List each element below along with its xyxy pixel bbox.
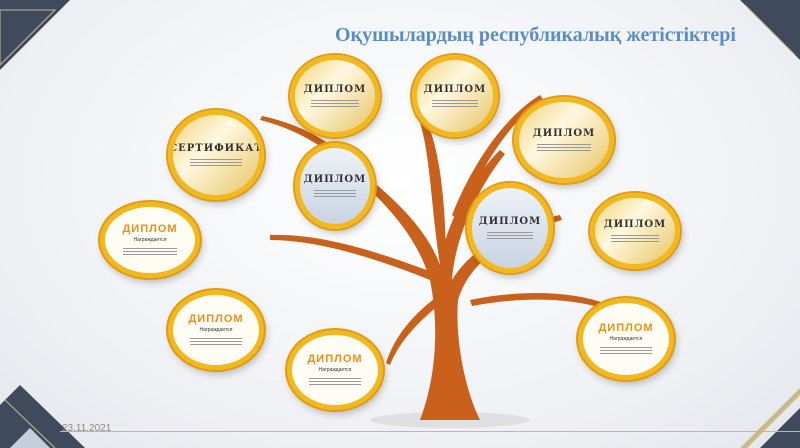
certificate-heading: ДИПЛОМ <box>303 173 367 185</box>
certificate-7[interactable]: ДИПЛОМ <box>590 193 680 269</box>
certificate-5[interactable]: ДИПЛОМ <box>514 97 614 183</box>
certificate-9[interactable]: ДИПЛОМ Награждается <box>168 290 264 370</box>
certificate-4[interactable]: ДИПЛОМ <box>412 55 498 137</box>
certificate-2[interactable]: СЕРТИФИКАТ <box>168 110 264 200</box>
slide-title: Оқушылардың республикалық жетістіктері <box>335 24 736 46</box>
certificate-heading: ДИПЛОМ <box>307 353 363 365</box>
certificate-1[interactable]: ДИПЛОМ <box>290 55 380 137</box>
corner-bottom-right <box>740 388 800 448</box>
certificate-6[interactable]: ДИПЛОМ <box>467 183 553 273</box>
certificate-subtitle: Награждается <box>318 367 352 373</box>
footer-line <box>60 431 800 432</box>
corner-top-right <box>740 0 800 60</box>
certificate-8[interactable]: ДИПЛОМ Награждается <box>100 202 200 278</box>
certificate-heading: ДИПЛОМ <box>303 83 367 95</box>
certificate-subtitle: Награждается <box>199 327 233 333</box>
certificate-heading: ДИПЛОМ <box>598 322 654 334</box>
slide-date: 23.11.2021 <box>62 423 112 434</box>
corner-top-left <box>0 0 70 70</box>
certificate-heading: ДИПЛОМ <box>532 127 596 139</box>
certificate-3[interactable]: ДИПЛОМ <box>295 143 375 229</box>
certificate-subtitle: Награждается <box>133 237 167 243</box>
certificate-subtitle: Награждается <box>609 336 643 342</box>
certificate-heading: ДИПЛОМ <box>603 218 667 230</box>
certificate-heading: ДИПЛОМ <box>423 83 487 95</box>
certificate-heading: СЕРТИФИКАТ <box>169 142 263 154</box>
certificate-heading: ДИПЛОМ <box>122 223 178 235</box>
certificate-11[interactable]: ДИПЛОМ Награждается <box>578 298 674 380</box>
certificate-heading: ДИПЛОМ <box>188 313 244 325</box>
corner-bottom-left <box>0 385 85 448</box>
certificate-10[interactable]: ДИПЛОМ Награждается <box>287 330 383 410</box>
certificate-heading: ДИПЛОМ <box>478 215 542 227</box>
